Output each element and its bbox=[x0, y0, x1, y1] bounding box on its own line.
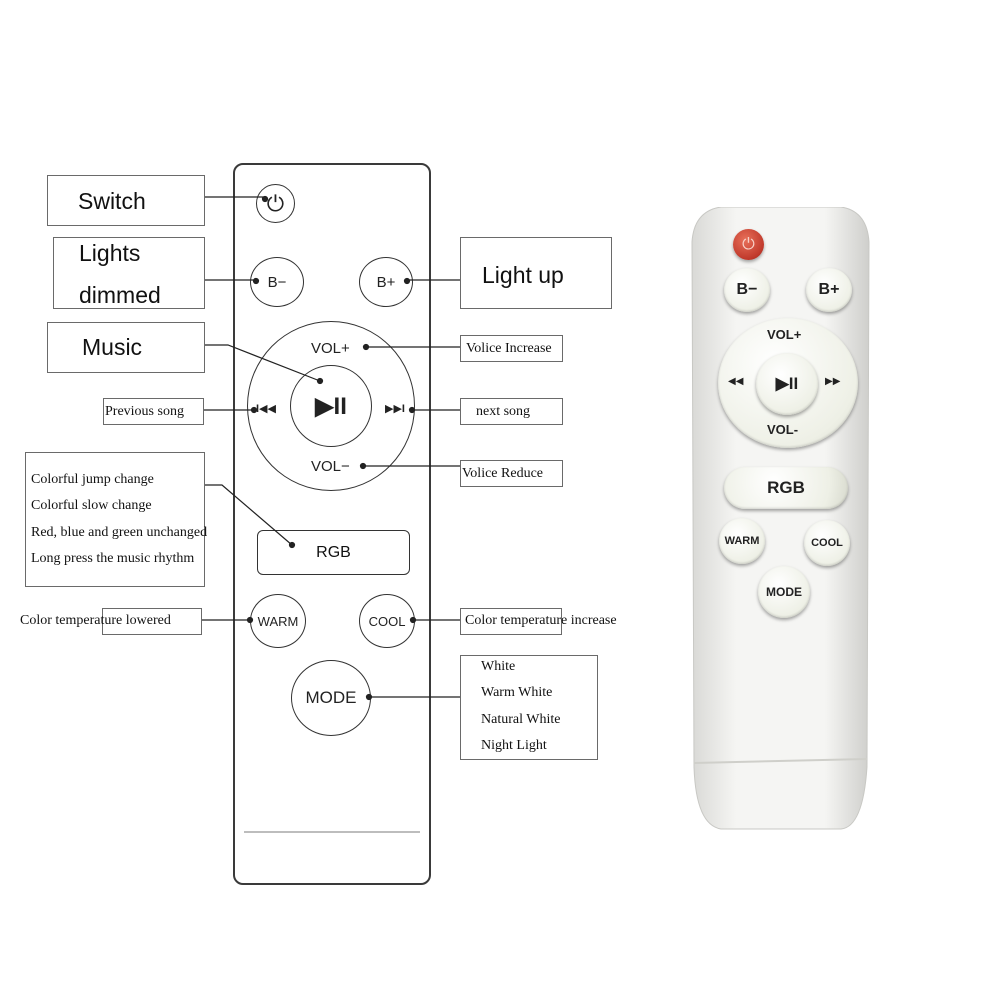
photo-play-pause-button[interactable]: ▶II bbox=[756, 353, 818, 415]
warm-button[interactable]: WARM bbox=[250, 594, 306, 648]
brightness-up-button[interactable]: B+ bbox=[359, 257, 413, 307]
previous-track-icon[interactable]: I◀◀ bbox=[256, 403, 276, 415]
warm-label: WARM bbox=[257, 613, 299, 629]
previous-song-label: Previous song bbox=[105, 404, 184, 419]
light-up-callout: Light up bbox=[460, 237, 612, 309]
next-track-icon[interactable]: ▶▶I bbox=[385, 403, 405, 415]
rgb-modes-callout: Colorful jump change Colorful slow chang… bbox=[25, 452, 208, 587]
play-pause-icon: ▶II bbox=[315, 392, 347, 420]
power-icon: ⏻ bbox=[266, 190, 285, 216]
mode-label: MODE bbox=[305, 688, 357, 707]
next-song-callout: next song bbox=[460, 398, 563, 425]
mode-list-item: White bbox=[481, 659, 516, 674]
brightness-down-button[interactable]: B− bbox=[250, 257, 304, 307]
volume-reduce-callout: Volice Reduce bbox=[460, 460, 563, 487]
rgb-mode-item: Long press the music rhythm bbox=[31, 551, 195, 566]
color-temp-increase-label: Color temperature increase bbox=[465, 613, 617, 628]
music-callout: Music bbox=[47, 322, 205, 373]
rgb-mode-item: Red, blue and green unchanged bbox=[31, 525, 208, 540]
photo-brightness-up-button[interactable]: B+ bbox=[806, 268, 852, 312]
photo-mode-button[interactable]: MODE bbox=[758, 566, 810, 618]
play-pause-button[interactable]: ▶II bbox=[290, 365, 372, 447]
switch-label: Switch bbox=[78, 188, 146, 214]
power-button[interactable]: ⏻ bbox=[256, 184, 295, 223]
lights-dimmed-label-line1: Lights bbox=[79, 240, 141, 266]
photo-cool-button[interactable]: COOL bbox=[804, 520, 850, 566]
photo-brightness-down-label: B− bbox=[736, 281, 758, 298]
remote-bottom-divider bbox=[244, 831, 420, 833]
volume-down-button[interactable]: VOL− bbox=[311, 458, 350, 475]
switch-callout: Switch bbox=[47, 175, 205, 226]
photo-volume-up-button[interactable]: VOL+ bbox=[767, 327, 802, 342]
lights-dimmed-label-line2: dimmed bbox=[79, 282, 161, 308]
photo-next-track-icon[interactable]: ▶▶ bbox=[825, 376, 841, 387]
cool-label: COOL bbox=[368, 613, 406, 629]
mode-list-callout: White Warm White Natural White Night Lig… bbox=[460, 655, 598, 760]
color-temp-lowered-label: Color temperature lowered bbox=[20, 613, 171, 628]
photo-brightness-up-label: B+ bbox=[818, 281, 840, 298]
color-temp-lowered-callout bbox=[102, 608, 202, 635]
rgb-mode-item: Colorful jump change bbox=[31, 472, 154, 487]
brightness-up-label: B+ bbox=[376, 273, 396, 291]
photo-play-pause-icon: ▶II bbox=[775, 374, 799, 393]
photo-warm-label: WARM bbox=[724, 535, 760, 547]
photo-mode-label: MODE bbox=[766, 585, 802, 599]
music-label: Music bbox=[82, 334, 143, 360]
rgb-label: RGB bbox=[316, 543, 351, 561]
brightness-down-label: B− bbox=[267, 273, 287, 291]
photo-volume-down-button[interactable]: VOL- bbox=[767, 422, 799, 437]
rgb-mode-item: Colorful slow change bbox=[31, 498, 152, 513]
photo-rgb-button[interactable]: RGB bbox=[724, 467, 848, 509]
mode-list-item: Natural White bbox=[481, 712, 561, 727]
photo-brightness-down-button[interactable]: B− bbox=[724, 268, 770, 312]
lights-dimmed-callout: Lights dimmed bbox=[53, 237, 205, 309]
photo-previous-track-icon[interactable]: ◀◀ bbox=[728, 376, 744, 387]
light-up-label: Light up bbox=[482, 262, 564, 288]
previous-song-callout: Previous song bbox=[103, 398, 204, 425]
mode-list-item: Night Light bbox=[481, 738, 547, 753]
volume-up-button[interactable]: VOL+ bbox=[311, 340, 350, 357]
mode-list-item: Warm White bbox=[481, 685, 553, 700]
volume-reduce-label: Volice Reduce bbox=[462, 466, 543, 481]
rgb-button[interactable]: RGB bbox=[257, 530, 410, 575]
photo-power-icon: ⏻ bbox=[742, 235, 755, 253]
cool-button[interactable]: COOL bbox=[359, 594, 415, 648]
mode-button[interactable]: MODE bbox=[291, 660, 371, 736]
photo-warm-button[interactable]: WARM bbox=[719, 518, 765, 564]
photo-cool-label: COOL bbox=[811, 537, 843, 549]
color-temp-increase-callout bbox=[460, 608, 562, 635]
volume-increase-label: Volice Increase bbox=[466, 341, 552, 356]
photo-rgb-label: RGB bbox=[767, 478, 805, 497]
volume-increase-callout: Volice Increase bbox=[460, 335, 563, 362]
photo-power-button[interactable]: ⏻ bbox=[733, 229, 764, 260]
next-song-label: next song bbox=[476, 404, 531, 419]
